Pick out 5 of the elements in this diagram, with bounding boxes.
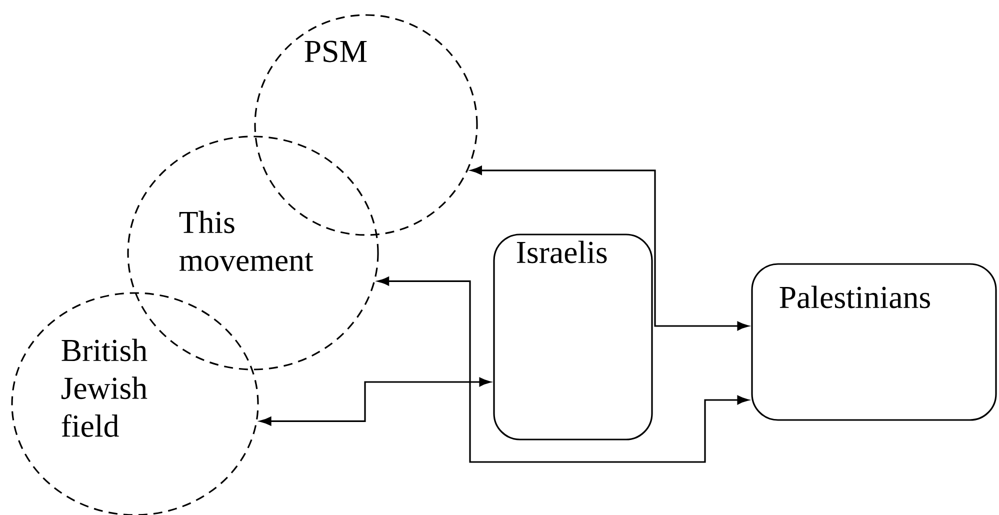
arrow (470, 166, 749, 330)
rounded-box: Israelis (493, 234, 653, 440)
arrow (378, 276, 749, 463)
arrow (260, 378, 491, 426)
rounded-box: Palestinians (751, 263, 997, 421)
